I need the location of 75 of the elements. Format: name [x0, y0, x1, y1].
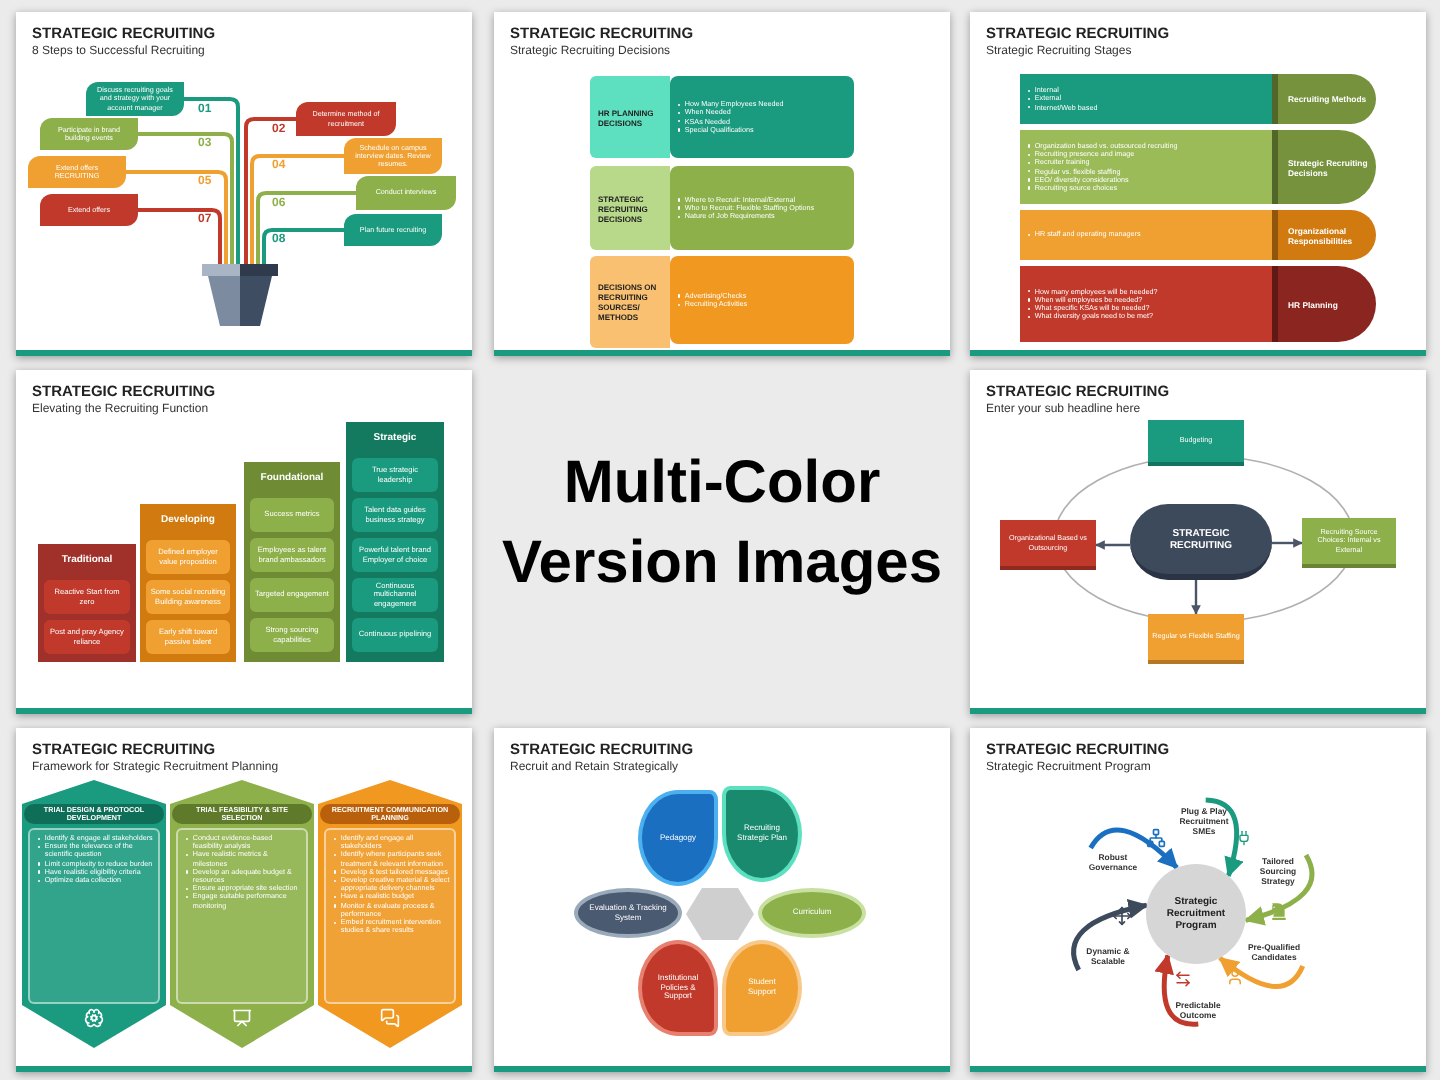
petal-shape	[722, 940, 802, 1036]
stem-line	[138, 132, 234, 264]
stage-item-box	[146, 620, 230, 654]
stair-column	[244, 462, 340, 662]
petal-shape	[638, 940, 718, 1036]
flower-pot	[202, 264, 278, 326]
curved-arrow	[1154, 953, 1199, 1027]
topic-box	[1302, 518, 1396, 568]
step-box	[28, 156, 126, 188]
topic-box	[1148, 614, 1244, 664]
stem-line	[256, 191, 356, 264]
stem-line	[250, 154, 344, 264]
bullet-panel	[1020, 74, 1272, 124]
bullet-panel	[1020, 266, 1272, 342]
step-box	[344, 138, 442, 174]
arrow	[1191, 580, 1201, 615]
step-box	[296, 102, 396, 136]
stage-label-box	[1272, 210, 1376, 260]
bullet-panel	[670, 166, 854, 250]
stage-item-box	[44, 620, 130, 654]
stage-item-box	[250, 618, 334, 652]
step-box	[40, 194, 138, 226]
petal-shape	[722, 786, 802, 882]
topic-box	[1148, 420, 1244, 466]
stem-line	[262, 228, 344, 264]
petal-shape	[758, 888, 866, 938]
slide-card	[16, 728, 472, 1072]
slide-card	[970, 12, 1426, 356]
stage-item-box	[250, 578, 334, 612]
arrow	[1272, 538, 1303, 548]
decision-label-box	[590, 256, 670, 348]
bullet-panel	[1020, 130, 1272, 204]
stem-line	[184, 97, 240, 264]
bullet-panel	[670, 76, 854, 158]
stage-label-box	[1272, 266, 1376, 342]
step-box	[344, 214, 442, 246]
decision-label-box	[590, 76, 670, 158]
slide-card	[16, 370, 472, 714]
step-box	[356, 176, 456, 210]
stem-line	[138, 208, 222, 264]
stage-item-box	[352, 578, 438, 612]
slide-card	[970, 728, 1426, 1072]
stage-item-box	[352, 458, 438, 492]
stair-column	[140, 504, 236, 662]
stage-item-box	[250, 498, 334, 532]
bullet-panel	[28, 828, 160, 1004]
stair-column	[38, 544, 136, 662]
topic-box	[1000, 520, 1096, 570]
petal-shape	[638, 790, 718, 886]
stage-item-box	[352, 498, 438, 532]
bullet-panel	[176, 828, 308, 1004]
bullet-panel	[670, 256, 854, 344]
stage-item-box	[250, 538, 334, 572]
slide-card	[16, 12, 472, 356]
petal-shape	[574, 888, 682, 938]
stage-item-box	[146, 580, 230, 614]
bullet-panel	[1020, 210, 1272, 260]
stem-line	[244, 117, 296, 264]
slide-card	[494, 12, 950, 356]
stage-item-box	[352, 618, 438, 652]
stem-line	[126, 170, 228, 264]
stage-item-box	[44, 580, 130, 614]
slide-card	[970, 370, 1426, 714]
stair-column	[346, 422, 444, 662]
stage-item-box	[146, 540, 230, 574]
bullet-panel	[324, 828, 456, 1004]
decision-label-box	[590, 166, 670, 250]
stage-label-box	[1272, 130, 1376, 204]
arrow	[1095, 540, 1130, 550]
stage-label-box	[1272, 74, 1376, 124]
step-box	[86, 82, 184, 116]
step-box	[40, 118, 138, 150]
banner-title: Multi-Color Version Images	[499, 448, 945, 600]
slide-card	[494, 728, 950, 1072]
stage-item-box	[352, 538, 438, 572]
